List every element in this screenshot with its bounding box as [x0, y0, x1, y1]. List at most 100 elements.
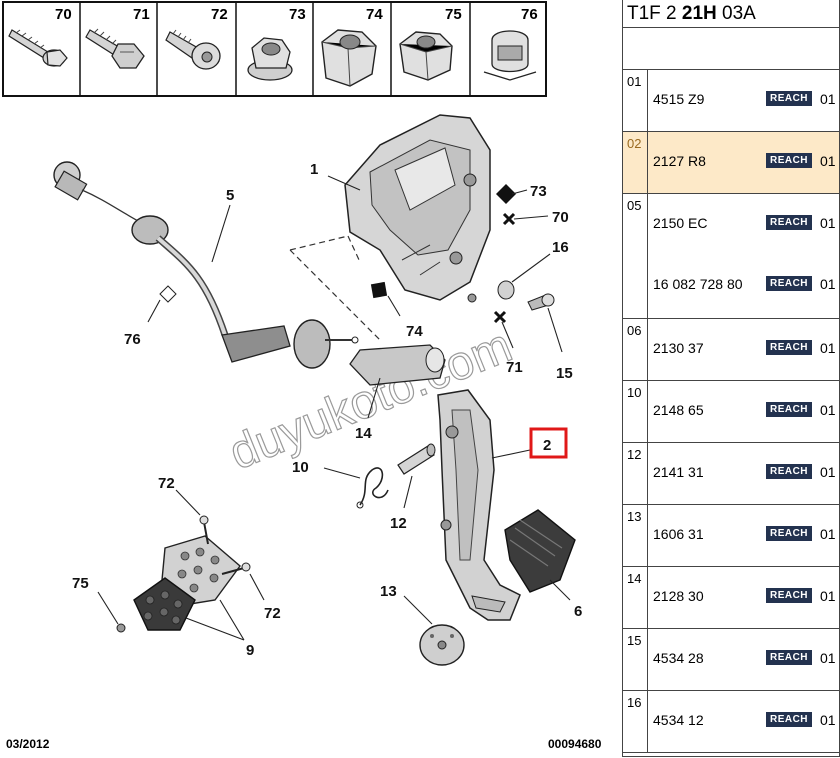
- flanged-bolt-icon: [8, 29, 68, 67]
- selected-callout-box: [529, 427, 568, 459]
- strip-label-74[interactable]: 74: [366, 6, 383, 23]
- part-row-index: 01: [623, 70, 648, 131]
- reach-badge: REACH: [766, 91, 812, 106]
- hardware-strip: 70 71 72 73 74 75 76: [2, 1, 547, 97]
- hex-bolt-icon: [85, 28, 145, 69]
- part-row-index: 15: [623, 629, 648, 690]
- title-suffix: 03A: [722, 3, 756, 24]
- part-number: 16 082 728 80: [653, 276, 743, 292]
- callout-15[interactable]: 15: [556, 365, 573, 382]
- callout-70[interactable]: 70: [552, 209, 569, 226]
- small-hardware: [116, 184, 555, 633]
- flange-nut-icon: [247, 37, 293, 81]
- reach-badge: REACH: [766, 340, 812, 355]
- callout-13[interactable]: 13: [380, 583, 397, 600]
- pivot-pin: [397, 443, 436, 475]
- strip-label-71[interactable]: 71: [133, 6, 150, 23]
- footrest-pads: [133, 535, 241, 631]
- reach-badge: REACH: [766, 464, 812, 479]
- clutch-cable: [53, 161, 359, 369]
- reach-badge: REACH: [766, 526, 812, 541]
- exploded-parts-diagram: 70 71 72 73 74 75 76: [2, 1, 602, 751]
- callout-6[interactable]: 6: [574, 603, 582, 620]
- part-quantity: 01: [820, 588, 836, 604]
- part-row[interactable]: 10 2148 65 REACH 01: [623, 381, 839, 443]
- reach-badge: REACH: [766, 153, 812, 168]
- part-row-index: 13: [623, 505, 648, 566]
- strip-label-76[interactable]: 76: [521, 6, 538, 23]
- strip-label-70[interactable]: 70: [55, 6, 72, 23]
- part-quantity: 01: [820, 526, 836, 542]
- part-number: 4534 28: [653, 650, 704, 666]
- part-quantity: 01: [820, 276, 836, 292]
- part-number: 2148 65: [653, 402, 704, 418]
- callout-12[interactable]: 12: [390, 515, 407, 532]
- parts-panel-title: T1F 2 21H 03A: [623, 0, 839, 28]
- strip-label-73[interactable]: 73: [289, 6, 306, 23]
- pedal-pad-rubber: [504, 509, 576, 593]
- part-entry[interactable]: 16 082 728 80 REACH 01: [653, 274, 839, 294]
- callout-16[interactable]: 16: [552, 239, 569, 256]
- clutch-pedal-arm: [437, 389, 521, 621]
- part-number: 2150 EC: [653, 215, 708, 231]
- diagram-date: 03/2012: [6, 737, 50, 751]
- part-quantity: 01: [820, 402, 836, 418]
- part-row-index: 16: [623, 691, 648, 752]
- hex-nut-icon: [321, 29, 377, 87]
- callout-73[interactable]: 73: [530, 183, 547, 200]
- callout-5[interactable]: 5: [226, 187, 234, 204]
- part-entry[interactable]: 2148 65 REACH 01: [653, 400, 839, 420]
- callout-14[interactable]: 14: [355, 425, 372, 442]
- screw-icon: [165, 29, 221, 70]
- part-row-index: 12: [623, 443, 648, 504]
- reach-badge: REACH: [766, 402, 812, 417]
- diagram-reference: 00094680: [548, 737, 602, 751]
- reach-badge: REACH: [766, 276, 812, 291]
- reach-badge: REACH: [766, 215, 812, 230]
- part-quantity: 01: [820, 464, 836, 480]
- callout-75[interactable]: 75: [72, 575, 89, 592]
- title-bold: 21H: [681, 3, 717, 24]
- reach-badge: REACH: [766, 712, 812, 727]
- panel-spacer: [623, 28, 839, 70]
- part-quantity: 01: [820, 650, 836, 666]
- part-quantity: 01: [820, 712, 836, 728]
- part-row-index: 14: [623, 567, 648, 628]
- pedal-stop-disc: [419, 624, 465, 666]
- pedal-bracket: [344, 114, 491, 303]
- part-quantity: 01: [820, 91, 836, 107]
- callout-72-upper[interactable]: 72: [158, 475, 175, 492]
- strip-label-75[interactable]: 75: [445, 6, 462, 23]
- callout-72-lower[interactable]: 72: [264, 605, 281, 622]
- callout-1[interactable]: 1: [310, 161, 318, 178]
- callout-10[interactable]: 10: [292, 459, 309, 476]
- part-row-index: 10: [623, 381, 648, 442]
- callout-71[interactable]: 71: [506, 359, 523, 376]
- callout-76[interactable]: 76: [124, 331, 141, 348]
- strip-label-72[interactable]: 72: [211, 6, 228, 23]
- callout-74[interactable]: 74: [406, 323, 423, 340]
- callout-9[interactable]: 9: [246, 642, 254, 659]
- callout-2[interactable]: 2: [543, 437, 551, 454]
- title-prefix: T1F 2: [627, 3, 677, 24]
